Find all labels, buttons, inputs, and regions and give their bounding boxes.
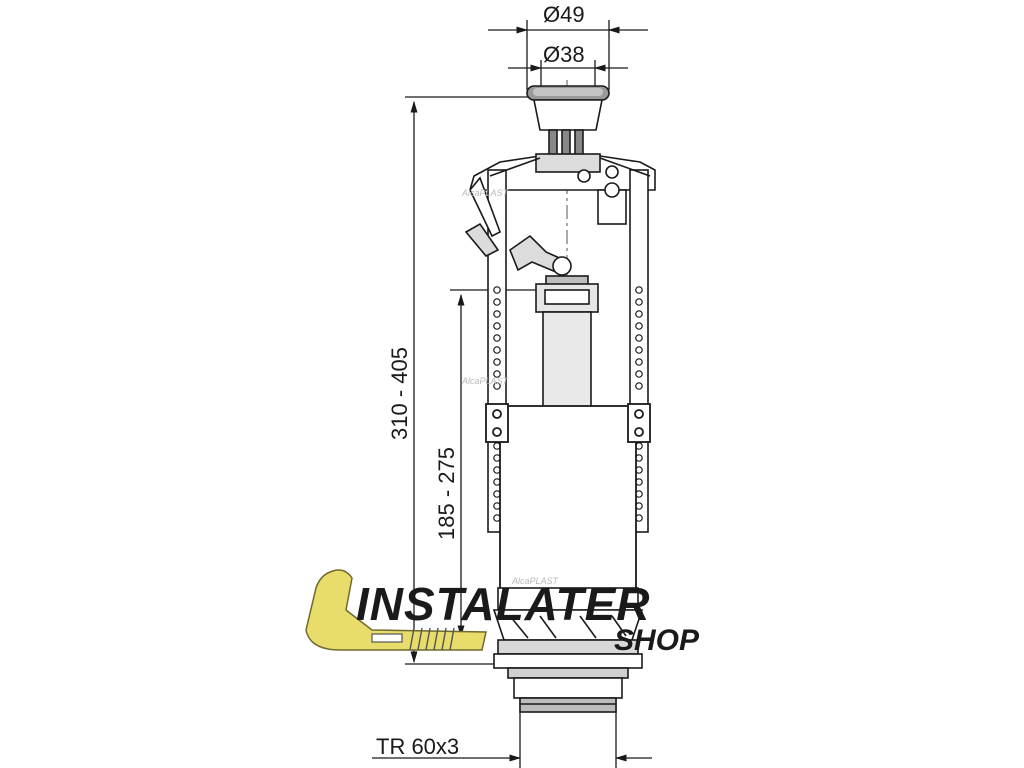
push-button xyxy=(526,85,610,157)
watermark-brand: AlcaPLAST xyxy=(461,376,510,386)
logo-emblem-icon xyxy=(305,569,487,651)
valve-cylinder xyxy=(485,403,651,591)
logo-screw-icon xyxy=(409,627,455,651)
dimension-inner-height-label: 185 - 275 xyxy=(434,447,459,540)
logo-subtitle: SHOP xyxy=(614,624,700,657)
dimension-overall-height xyxy=(405,96,530,665)
watermark-brand: AlcaPLAST xyxy=(461,188,510,198)
rail-holes-right xyxy=(635,286,643,522)
logo-title: INSTALATER xyxy=(356,578,651,630)
instalater-logo: INSTALATER SHOP xyxy=(305,569,700,657)
valve-base xyxy=(492,587,644,713)
dimension-top-outer xyxy=(488,20,648,90)
dimension-overall-height-label: 310 - 405 xyxy=(387,347,412,440)
dimension-top-inner-label: Ø38 xyxy=(543,42,585,67)
float-cap xyxy=(535,275,599,409)
dimension-thread-label: TR 60x3 xyxy=(376,734,459,759)
dimension-top-inner xyxy=(508,60,628,90)
dimension-top-outer-label: Ø49 xyxy=(543,2,585,27)
watermark-brand: AlcaPLAST xyxy=(511,576,560,586)
